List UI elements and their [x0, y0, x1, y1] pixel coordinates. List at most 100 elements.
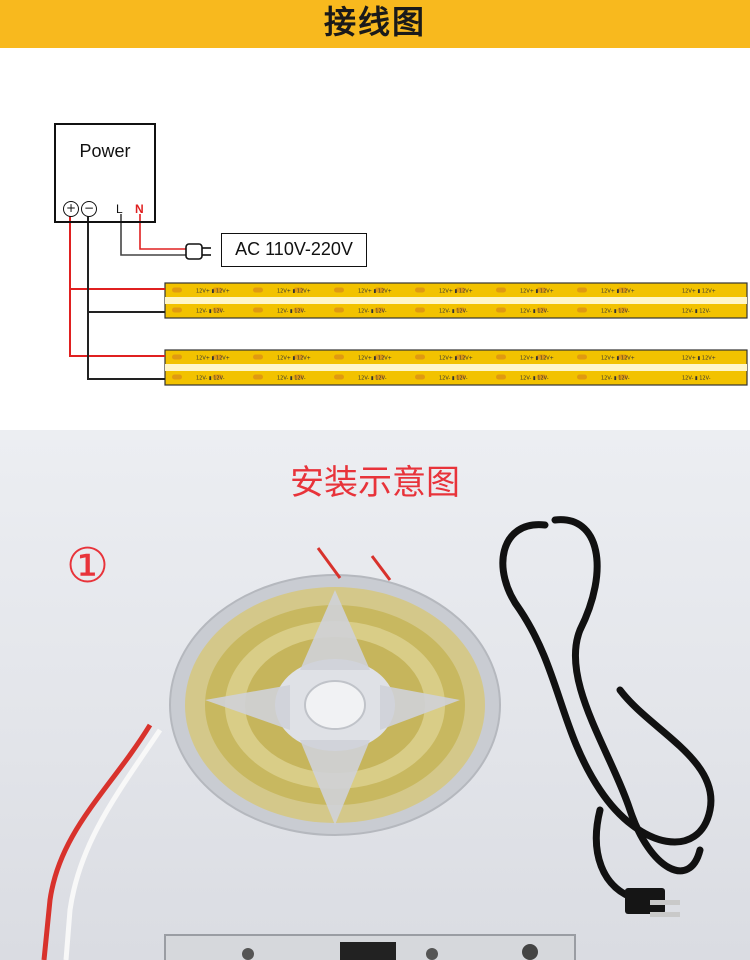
- led-chip: [293, 287, 304, 293]
- led-chip: [253, 374, 263, 380]
- plug-icon: [185, 243, 211, 260]
- led-chip: [496, 354, 506, 360]
- positive-wire: [69, 212, 165, 290]
- strip-mark: 12V- ▮ 12V-: [358, 376, 387, 382]
- led-chip: [253, 354, 263, 360]
- led-strip-2: 12V+ ▮ 12V+ 12V- ▮ 12V- 12V+ ▮ 12V+ 12V- ▮ …: [164, 349, 748, 386]
- strip-mark: 12V- ▮ 12V-: [358, 309, 387, 315]
- strip-mark: 12V+ ▮ 12V+: [439, 356, 473, 362]
- led-chip: [536, 287, 547, 293]
- led-chip: [172, 354, 182, 360]
- page-title: 接线图: [323, 3, 426, 41]
- installation-title: 安装示意图: [290, 463, 460, 503]
- led-strip-reel: [169, 574, 501, 836]
- led-chip: [334, 374, 344, 380]
- strip-mark: 12V+ ▮ 12V+: [196, 356, 230, 362]
- strip-mark: 12V+ ▮ 12V+: [520, 356, 554, 362]
- strip-mark: 12V+ ▮ 12V+: [196, 289, 230, 295]
- strip-mark: 12V- ▮ 12V-: [520, 376, 549, 382]
- white-lead-wire: [63, 728, 163, 960]
- led-chip: [293, 307, 304, 313]
- strip-mark: 12V+ ▮ 12V+: [601, 356, 635, 362]
- led-chip: [455, 374, 466, 380]
- led-chip: [374, 287, 385, 293]
- installation-photo: 安装示意图 ①: [0, 430, 750, 960]
- power-supply-box: Power: [54, 123, 156, 223]
- negative-terminal-icon: −: [81, 201, 97, 217]
- strip-mark: 12V- ▮ 12V-: [601, 376, 630, 382]
- strip-mark: 12V- ▮ 12V-: [277, 309, 306, 315]
- led-chip: [536, 354, 547, 360]
- led-chip: [415, 354, 425, 360]
- power-cord: [499, 516, 715, 904]
- led-chip: [212, 287, 223, 293]
- strip-mark: 12V+ ▮ 12V+: [277, 356, 311, 362]
- led-chip: [455, 287, 466, 293]
- strip-mark: 12V+ ▮ 12V+: [277, 289, 311, 295]
- led-chip: [496, 374, 506, 380]
- neutral-wire: [139, 214, 186, 250]
- header-banner: 接线图: [0, 0, 750, 48]
- led-chip: [172, 287, 182, 293]
- plug-icon: [625, 888, 680, 917]
- live-terminal-label: L: [116, 202, 123, 216]
- led-chip: [415, 287, 425, 293]
- strip-mark: 12V- ▮ 12V-: [682, 376, 711, 382]
- ac-input-label: AC 110V-220V: [221, 233, 367, 267]
- strip-mark: 12V- ▮ 12V-: [439, 309, 468, 315]
- led-chip: [334, 307, 344, 313]
- led-chip: [212, 307, 223, 313]
- strip-mark: 12V- ▮ 12V-: [520, 309, 549, 315]
- led-chip: [253, 287, 263, 293]
- strip-mark: 12V+ ▮ 12V+: [520, 289, 554, 295]
- led-chip: [374, 307, 385, 313]
- led-chip: [536, 307, 547, 313]
- led-chip: [293, 374, 304, 380]
- positive-terminal-icon: +: [63, 201, 79, 217]
- strip-mark: 12V- ▮ 12V-: [439, 376, 468, 382]
- led-chip: [172, 374, 182, 380]
- negative-wire: [87, 212, 165, 313]
- led-chip: [374, 354, 385, 360]
- strip-mark: 12V+ ▮ 12V+: [682, 289, 716, 295]
- neutral-terminal-label: N: [135, 202, 144, 216]
- led-chip: [374, 374, 385, 380]
- led-chip: [253, 307, 263, 313]
- led-chip: [455, 307, 466, 313]
- led-chip: [496, 307, 506, 313]
- strip-mark: 12V+ ▮ 12V+: [439, 289, 473, 295]
- led-strip-1: 12V+ ▮ 12V+ 12V- ▮ 12V- 12V+ ▮ 12V+ 12V- ▮ …: [164, 282, 748, 319]
- led-chip: [577, 287, 587, 293]
- led-chip: [334, 354, 344, 360]
- strip-mark: 12V- ▮ 12V-: [196, 309, 225, 315]
- step-number: ①: [66, 538, 110, 594]
- led-chip: [293, 354, 304, 360]
- led-chip: [577, 374, 587, 380]
- led-chip: [212, 374, 223, 380]
- power-label: Power: [79, 141, 131, 161]
- strip-mark: 12V+ ▮ 12V+: [358, 356, 392, 362]
- strip-mark: 12V+ ▮ 12V+: [682, 356, 716, 362]
- led-chip: [172, 307, 182, 313]
- led-chip: [334, 287, 344, 293]
- strip-mark: 12V+ ▮ 12V+: [601, 289, 635, 295]
- strip-mark: 12V- ▮ 12V-: [277, 376, 306, 382]
- led-chip: [455, 354, 466, 360]
- power-supply-unit: [164, 934, 576, 960]
- led-chip: [577, 354, 587, 360]
- strip-mark: 12V- ▮ 12V-: [682, 309, 711, 315]
- product-illustration: [41, 516, 715, 960]
- live-wire: [120, 214, 186, 256]
- led-chip: [415, 374, 425, 380]
- red-lead-wire: [41, 723, 153, 960]
- led-chip: [617, 287, 628, 293]
- led-chip: [617, 374, 628, 380]
- wiring-diagram: 12V+ ▮ 12V+ 12V- ▮ 12V- 12V+ ▮ 12V+ 12V- ▮ …: [0, 48, 750, 430]
- wiring-lines: 12V+ ▮ 12V+ 12V- ▮ 12V- 12V+ ▮ 12V+ 12V- ▮ …: [69, 212, 748, 386]
- led-chip: [617, 354, 628, 360]
- strip-mark: 12V- ▮ 12V-: [196, 376, 225, 382]
- led-chip: [415, 307, 425, 313]
- led-chip: [212, 354, 223, 360]
- strip-mark: 12V+ ▮ 12V+: [358, 289, 392, 295]
- led-chip: [617, 307, 628, 313]
